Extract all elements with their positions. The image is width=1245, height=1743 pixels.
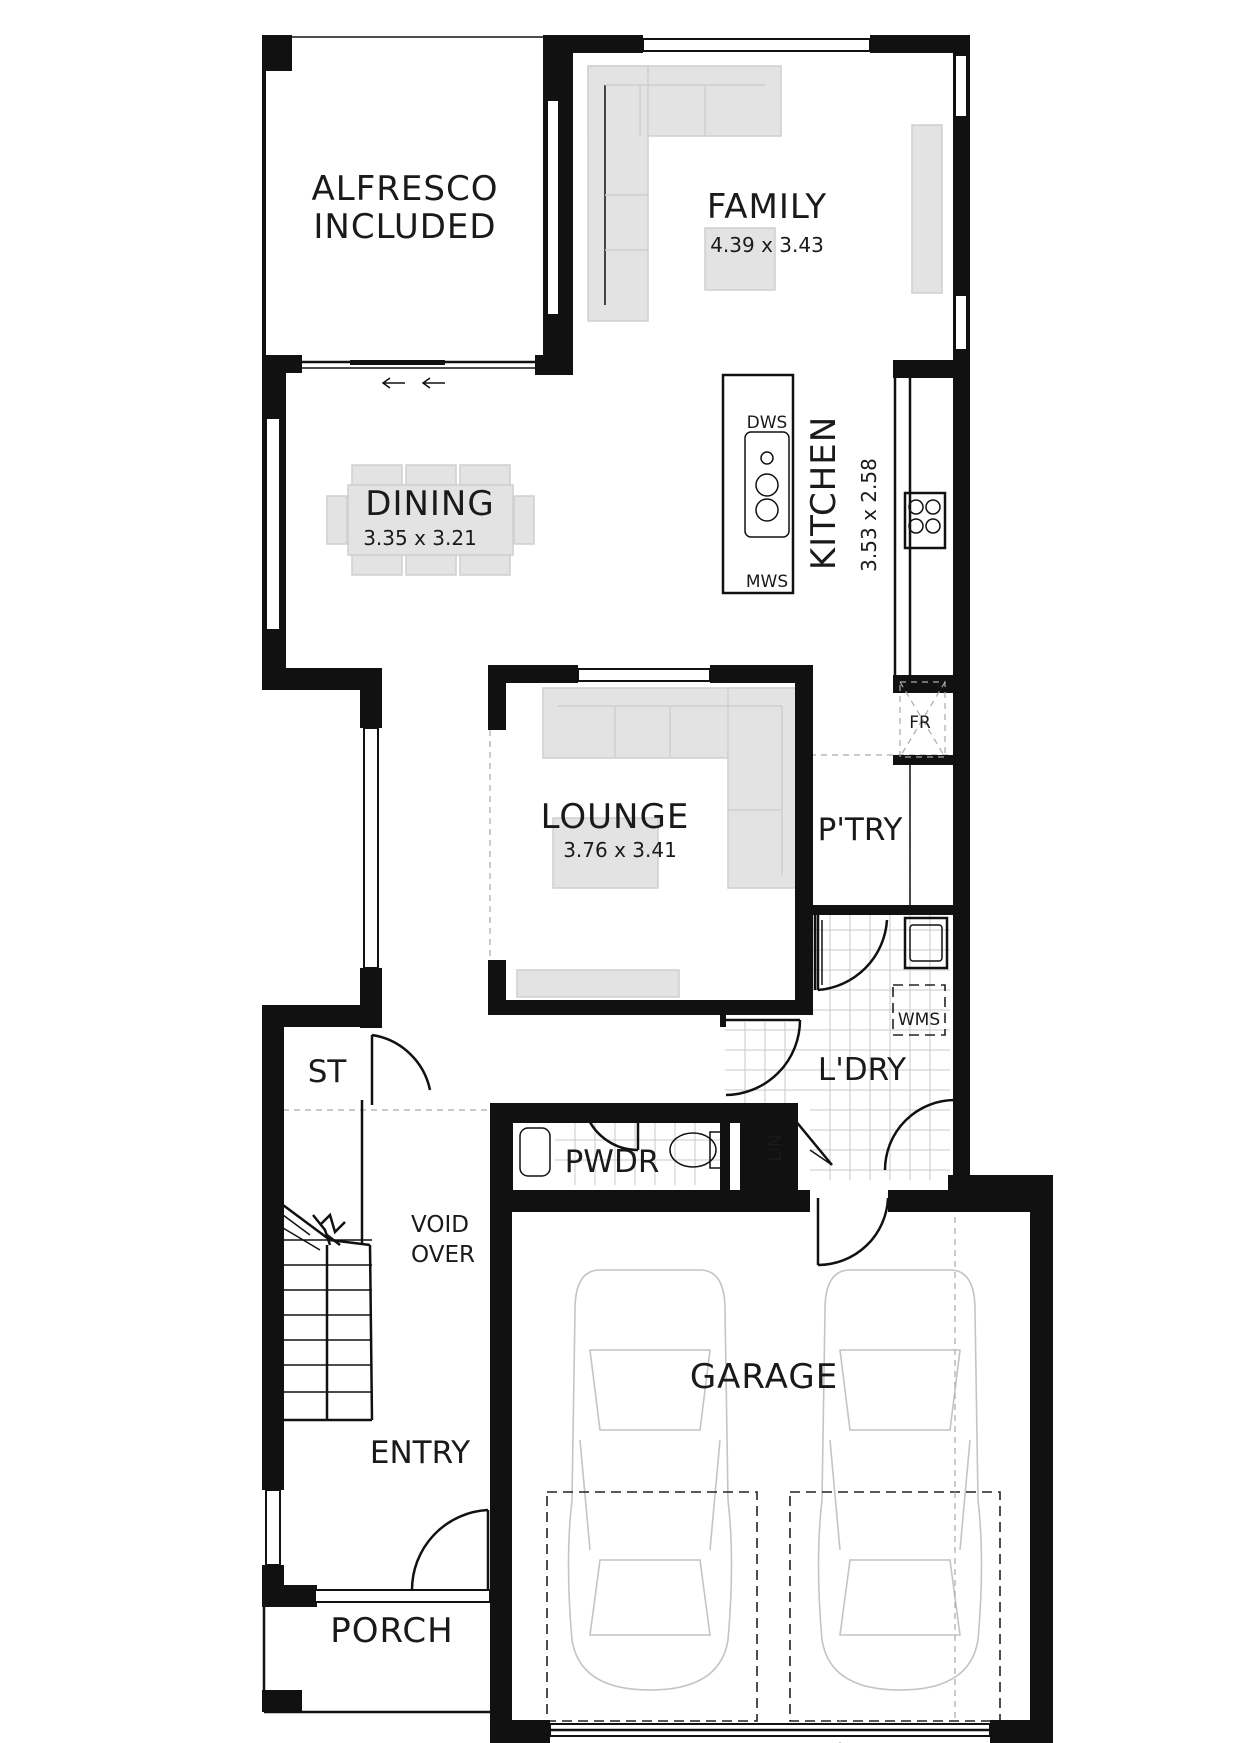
kitchen-island: [721, 373, 795, 595]
room-label-pantry: P'TRY: [818, 812, 903, 848]
room-label-dining: DINING: [365, 484, 494, 524]
room-dim-lounge: 3.76 x 3.41: [563, 838, 677, 862]
fixture-label-washing-machine: WMS: [898, 1010, 940, 1030]
room-label-void: VOID: [411, 1212, 469, 1238]
room-label-alfresco: ALFRESCO: [312, 169, 499, 209]
family-sofa: [587, 65, 782, 322]
room-dim-kitchen: 3.53 x 2.58: [857, 458, 881, 572]
toilet-icon: [669, 1131, 725, 1169]
powder-vanity-icon: [519, 1127, 551, 1177]
staircase: [282, 1100, 374, 1422]
doors: [370, 915, 957, 1591]
room-dim-dining: 3.35 x 3.21: [363, 526, 477, 550]
room-label-family: FAMILY: [707, 187, 827, 227]
room-label-alfresco-included: INCLUDED: [313, 207, 496, 247]
car-right: [817, 1269, 983, 1691]
room-dim-family: 4.39 x 3.43: [710, 233, 824, 257]
family-coffee-table: [704, 227, 776, 291]
garage-parking-bay-right: [789, 1491, 1001, 1722]
fixture-label-dishwasher: DWS: [747, 413, 788, 433]
room-label-store: ST: [308, 1054, 348, 1090]
room-label-kitchen: KITCHEN: [804, 416, 844, 570]
family-tv-unit: [911, 124, 943, 294]
fixture-label-microwave: MWS: [746, 572, 788, 592]
laundry-sink-icon: [903, 916, 949, 970]
laundry-tiles: [725, 915, 950, 1180]
lounge-coffee-table: [552, 817, 659, 889]
fridge-icon: [899, 681, 946, 758]
sliding-door-arrows: [381, 377, 445, 389]
room-label-entry: ENTRY: [370, 1435, 470, 1471]
room-label-void-over: OVER: [411, 1242, 475, 1268]
garage-parking-bay-left: [546, 1491, 758, 1722]
walls: [262, 35, 1053, 1743]
room-label-porch: PORCH: [330, 1611, 454, 1651]
car-left: [567, 1269, 733, 1691]
room-label-linen: LIN: [766, 1134, 786, 1161]
fixture-label-fridge: FR: [909, 713, 931, 733]
room-label-powder: PWDR: [565, 1144, 660, 1180]
linen-cupboard: [751, 1109, 781, 1185]
washing-machine-space: [892, 984, 946, 1036]
room-label-laundry: L'DRY: [818, 1052, 906, 1088]
cooktop-icon: [903, 491, 947, 550]
lounge-sofa: [542, 687, 799, 889]
dining-table: [326, 464, 535, 576]
room-label-garage: GARAGE: [690, 1357, 838, 1397]
lounge-tv-unit: [516, 969, 680, 998]
room-label-lounge: LOUNGE: [541, 797, 690, 837]
